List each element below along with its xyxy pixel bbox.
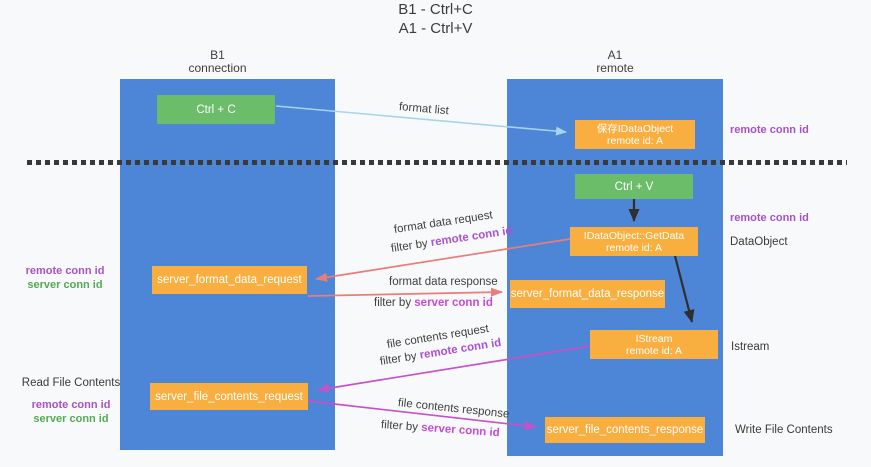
node-istream-subtitle: remote id: A (625, 344, 683, 357)
getdata-to-istream-arrow (673, 255, 695, 323)
left-file-conn-ids: remote conn id server conn id (20, 398, 122, 426)
node-ctrl-v: Ctrl + V (575, 174, 693, 199)
filter-prefix: filter by (374, 297, 412, 309)
lane-header-a1: A1 remote (507, 49, 723, 75)
node-file-response: server_file_contents_response (545, 417, 705, 443)
node-format-response: server_format_data_response (510, 280, 665, 308)
read-file-contents-label: Read File Contents (21, 377, 121, 389)
lane-b1-name: B1 (210, 48, 225, 62)
filter-key-server-conn-id: server conn id (414, 297, 493, 309)
node-save-dataobject-subtitle: remote id: A (606, 134, 664, 147)
left-server-conn-id-label: server conn id (27, 279, 103, 291)
label-format-data-response: format data response (389, 276, 498, 288)
lane-a1-subtitle: remote (596, 61, 634, 75)
filter-prefix: filter by (380, 419, 419, 434)
node-istream-title: IStream (635, 332, 673, 345)
format-data-response-arrow (307, 287, 503, 297)
node-ctrl-v-label: Ctrl + V (614, 180, 654, 193)
file-contents-response-arrow (307, 400, 537, 431)
title-line-2: A1 - Ctrl+V (398, 20, 473, 37)
node-file-request: server_file_contents_request (150, 383, 308, 410)
lane-b1-subtitle: connection (188, 61, 247, 75)
left-remote-conn-id-label: remote conn id (25, 265, 105, 277)
file-contents-request-arrow (317, 345, 591, 393)
left-remote-conn-id-label: remote conn id (31, 399, 111, 411)
format-list-arrow (275, 105, 567, 136)
node-format-request-label: server_format_data_request (157, 274, 302, 286)
node-ctrl-c-label: Ctrl + C (196, 103, 236, 116)
format-data-request-arrow (315, 238, 571, 282)
node-istream: IStream remote id: A (590, 330, 718, 359)
node-format-response-label: server_format_data_response (510, 288, 665, 300)
istream-label: Istream (731, 341, 770, 353)
node-save-dataobject-title: 保存IDataObject (596, 122, 674, 135)
node-file-response-label: server_file_contents_response (546, 424, 704, 436)
node-getdata-subtitle: remote id: A (605, 241, 663, 254)
left-format-conn-ids: remote conn id server conn id (16, 264, 114, 292)
node-format-request: server_format_data_request (152, 266, 307, 294)
diagram-title: B1 - Ctrl+C A1 - Ctrl+V (0, 0, 871, 38)
node-getdata: IDataObject::GetData remote id: A (570, 227, 698, 256)
write-file-contents-label: Write File Contents (735, 424, 833, 436)
node-file-request-label: server_file_contents_request (155, 390, 303, 403)
label-filter-format-response: filter by server conn id (374, 297, 493, 309)
node-save-dataobject: 保存IDataObject remote id: A (575, 120, 695, 149)
right-remote-conn-id-mid: remote conn id (730, 212, 809, 224)
phase-separator-dashed-line (27, 160, 847, 165)
right-remote-conn-id-top: remote conn id (730, 124, 809, 136)
lane-header-b1: B1 connection (110, 49, 325, 75)
node-getdata-title: IDataObject::GetData (583, 229, 685, 242)
left-server-conn-id-label: server conn id (33, 413, 109, 425)
dataobject-label: DataObject (730, 236, 788, 248)
lane-a1-name: A1 (607, 48, 623, 62)
title-line-1: B1 - Ctrl+C (398, 1, 473, 18)
node-ctrl-c: Ctrl + C (157, 95, 275, 124)
